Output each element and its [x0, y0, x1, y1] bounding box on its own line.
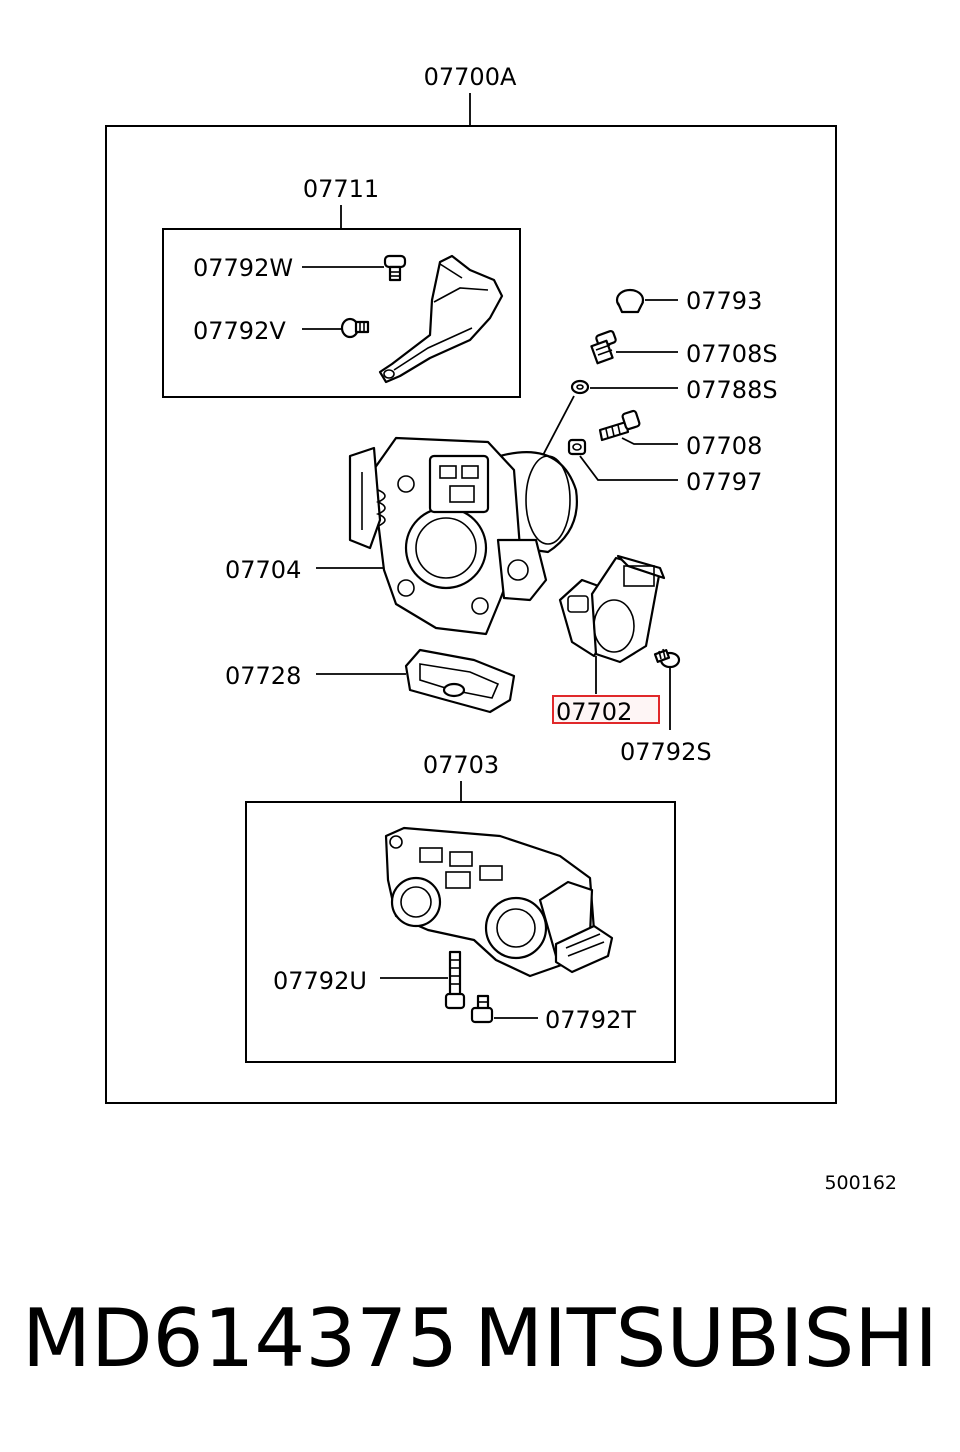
label-07708[interactable]: 07708 [686, 432, 762, 460]
body-07703-icon [384, 826, 614, 978]
caption-brand: MITSUBISHI [474, 1292, 938, 1385]
caption-part-number: MD614375 [22, 1292, 458, 1385]
highlight-07702 [552, 695, 660, 724]
screw-07792T-icon [470, 994, 494, 1024]
throttle-body-07704-icon [348, 436, 578, 636]
label-07703[interactable]: 07703 [423, 751, 499, 779]
label-07792S[interactable]: 07792S [620, 738, 712, 766]
leader-07797 [579, 455, 678, 481]
label-07792W[interactable]: 07792W [193, 254, 293, 282]
bolt-07708-icon [598, 409, 641, 442]
screw-07792V-icon [340, 317, 370, 339]
gasket-07728-icon [404, 648, 516, 714]
label-07792V[interactable]: 07792V [193, 317, 286, 345]
screw-07792S-icon [653, 648, 681, 669]
diagram-code: 500162 [824, 1172, 897, 1194]
label-07704[interactable]: 07704 [225, 556, 301, 584]
screw-07708S-icon [590, 330, 617, 365]
bracket-07711-icon [378, 254, 504, 384]
label-07708S[interactable]: 07708S [686, 340, 778, 368]
assembly-frame [105, 125, 837, 1104]
label-07793[interactable]: 07793 [686, 287, 762, 315]
label-07728[interactable]: 07728 [225, 662, 301, 690]
subassembly-07703-frame [245, 801, 676, 1063]
washer-07788S-icon [570, 379, 590, 395]
label-07797[interactable]: 07797 [686, 468, 762, 496]
label-07702[interactable]: 07702 [556, 698, 632, 726]
cap-07793-icon [615, 288, 645, 314]
sensor-07702-icon [558, 554, 666, 664]
screw-07792W-icon [383, 254, 407, 282]
screw-07792U-icon [444, 950, 466, 1010]
label-07711[interactable]: 07711 [303, 175, 379, 203]
label-07792T[interactable]: 07792T [545, 1006, 636, 1034]
label-07792U[interactable]: 07792U [273, 967, 367, 995]
label-07788S[interactable]: 07788S [686, 376, 778, 404]
subassembly-07711-frame [162, 228, 521, 398]
nut-07797-icon [567, 438, 587, 456]
leader-07708 [621, 437, 678, 445]
label-07700A[interactable]: 07700A [424, 63, 517, 91]
